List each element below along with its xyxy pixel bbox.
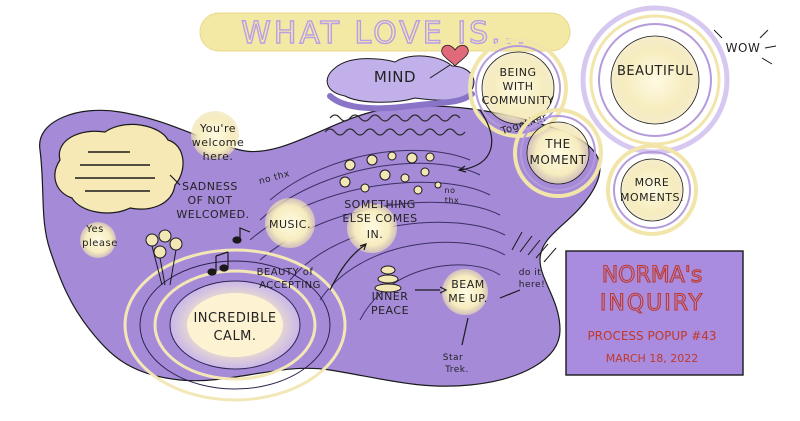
wow-burst-lines [713,29,777,65]
incredible-calm-label-1: INCREDIBLE [193,311,276,326]
music-notes-icon [207,227,251,276]
the-moment-bubble: THE MOMENT [513,108,603,198]
something-line-1: SOMETHING [344,198,416,211]
wow-label: WOW [726,41,761,55]
beauty-line-2: ACCEPTING [259,280,321,291]
inner-peace-line-1: INNER [372,290,409,303]
no-thx-label-2b: thx [445,196,459,205]
beautiful-bubble: BEAUTIFUL [580,5,730,155]
do-it-line-2: here! [519,280,545,290]
community-line-1: BEING [500,66,537,79]
star-trek-line-1: Star [443,353,463,363]
welcome-line-3: here. [203,150,234,163]
box-line-2: INQUIRY [600,291,704,316]
inquiry-box: NORMA's INQUIRY PROCESS POPUP #43 MARCH … [565,250,744,376]
heart-icon [441,44,469,67]
more-moments-line-2: MOMENTS. [620,191,684,204]
page-title: WHAT LOVE IS... [241,16,529,51]
the-moment-line-2: MOMENT [529,153,586,167]
beautiful-label: BEAUTIFUL [617,64,693,79]
do-it-line-1: do it [519,268,542,278]
inner-peace-line-2: PEACE [371,304,409,317]
more-moments-line-1: MORE [635,176,670,189]
incredible-calm-label-2: CALM. [213,329,256,344]
beauty-line-1: BEAUTY of [257,267,314,278]
glow-spots [80,111,488,315]
flowers-icon [145,229,183,286]
box-line-1: NORMA's [602,263,703,288]
beam-line-1: BEAM [451,278,485,291]
beam-line-2: ME UP. [448,292,487,305]
welcome-line-1: You're [199,122,236,135]
hatch-lines [511,231,557,263]
welcome-cloud [54,123,184,214]
connector-arrows [169,109,521,346]
yes-please-line-2: please [82,238,118,249]
something-line-2: ELSE COMES [342,212,417,225]
something-line-3: IN. [367,228,383,241]
yes-please-line-1: Yes [85,224,104,235]
mind-cloud: MIND [326,55,475,112]
no-thx-label-2a: no [445,186,456,195]
sadness-line-2: OF NOT [187,194,232,207]
more-moments-bubble: MORE MOMENTS. [606,144,698,236]
box-line-3: PROCESS POPUP #43 [587,329,716,343]
squiggle-rows [324,114,466,136]
stacked-stones-icon [374,265,402,293]
box-line-4: MARCH 18, 2022 [606,352,699,365]
title-banner: WHAT LOVE IS... [199,12,571,52]
small-glow-dots [339,151,442,195]
the-moment-line-1: THE [544,137,570,151]
incredible-calm-rings: INCREDIBLE CALM. [123,248,347,402]
community-line-3: COMMUNITY [482,94,555,107]
star-trek-line-2: Trek. [444,365,469,375]
sadness-line-1: SADNESS [182,180,238,193]
music-label: MUSIC. [269,218,311,231]
welcome-line-2: welcome [192,136,245,149]
community-line-2: WITH [502,80,533,93]
sadness-line-3: WELCOMED. [176,208,249,221]
mind-label: MIND [374,68,416,86]
